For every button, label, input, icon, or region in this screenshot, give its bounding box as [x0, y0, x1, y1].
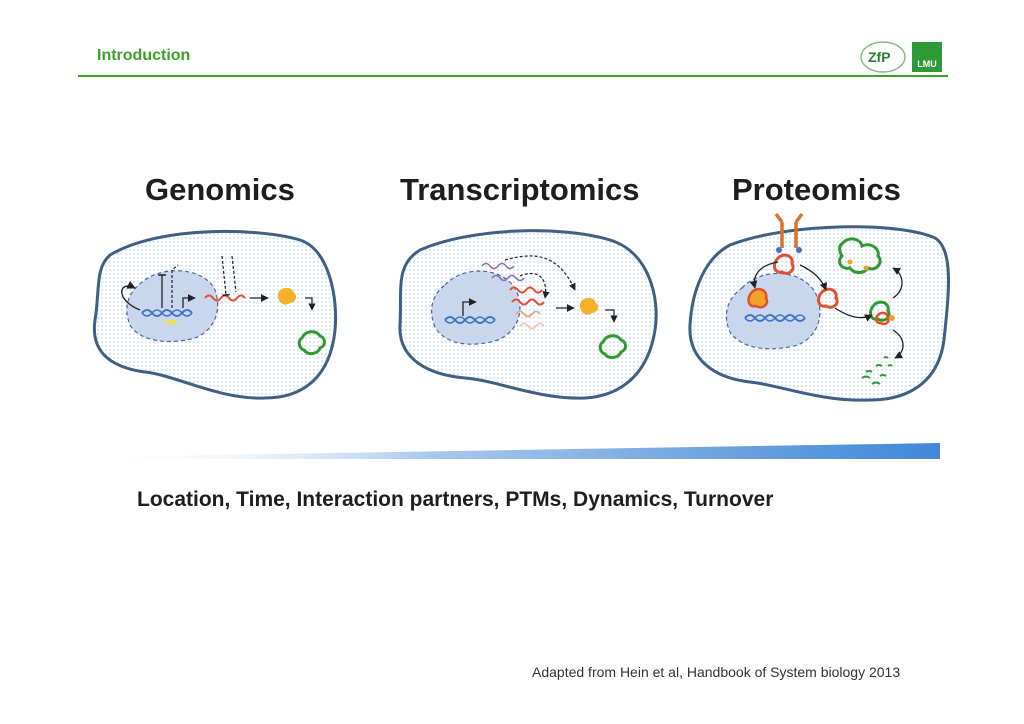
- properties-list: Location, Time, Interaction partners, PT…: [137, 488, 774, 511]
- lmu-logo: LMU: [912, 42, 942, 72]
- nucleus: [725, 272, 821, 350]
- peptide-fragments: [861, 356, 893, 385]
- zfp-logo: ZfP: [860, 41, 906, 73]
- header-divider: [78, 75, 948, 77]
- protein-orange: [580, 297, 599, 315]
- proteomics-cell: [688, 212, 950, 402]
- dna-helix: [444, 316, 496, 324]
- gradient-bar: [90, 443, 940, 459]
- protein-red: [773, 253, 795, 275]
- protein-orange: [278, 287, 297, 305]
- genomics-title: Genomics: [145, 172, 295, 207]
- zfp-logo-text: ZfP: [868, 49, 891, 65]
- protein-green: [598, 334, 627, 360]
- dna-helix: [141, 309, 193, 317]
- citation: Adapted from Hein et al, Handbook of Sys…: [532, 664, 901, 680]
- nucleus: [431, 270, 521, 345]
- mrna-purple: [481, 262, 515, 270]
- transcriptomics-cell: [398, 229, 658, 400]
- lmu-logo-text: LMU: [917, 59, 937, 69]
- proteomics-title: Proteomics: [732, 172, 901, 207]
- cell-membrane: [398, 229, 658, 400]
- slide-section-title: Introduction: [97, 47, 191, 64]
- genomics-cell: [92, 229, 338, 400]
- transcriptomics-title: Transcriptomics: [400, 172, 640, 207]
- protein-complex: [747, 287, 769, 309]
- protein-green: [297, 330, 326, 356]
- receptor: [774, 212, 804, 248]
